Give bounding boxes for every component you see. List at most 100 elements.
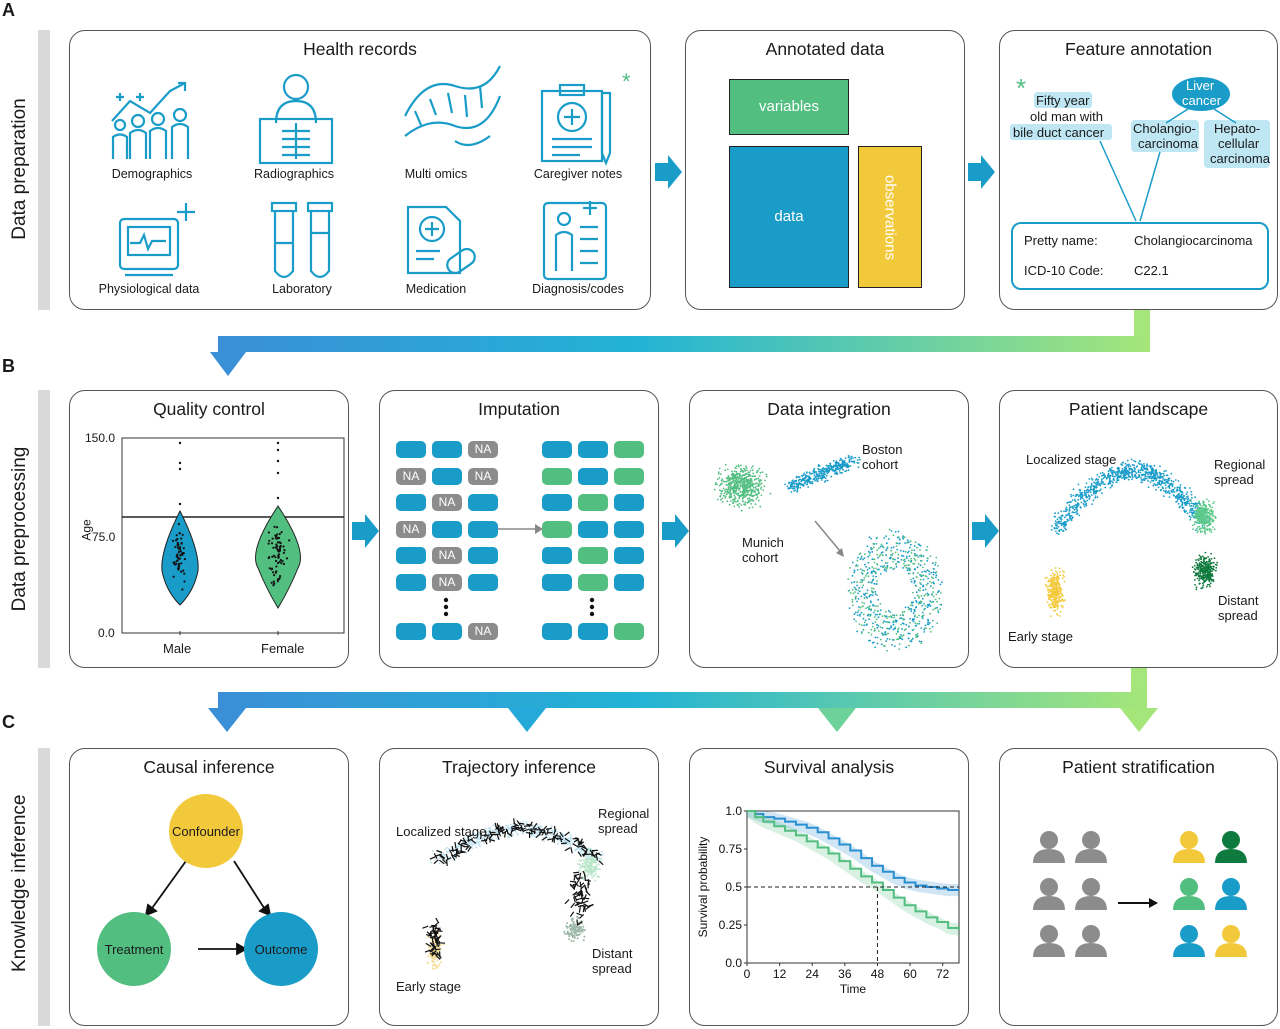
integrated-point xyxy=(894,551,897,554)
boston-point xyxy=(847,469,850,472)
traj-point xyxy=(448,859,451,862)
localized-point xyxy=(1165,481,1168,484)
localized-point xyxy=(1144,471,1147,473)
munich-point xyxy=(719,489,721,492)
x-tick-label: 0 xyxy=(744,967,751,981)
violin-point xyxy=(182,547,185,550)
integrated-point xyxy=(910,552,913,554)
traj-point xyxy=(548,829,551,832)
distant-point xyxy=(1209,585,1211,588)
liver-node-line2: cancer xyxy=(1182,93,1222,108)
munich-point xyxy=(713,488,716,491)
munich-point xyxy=(740,509,743,512)
munich-point xyxy=(755,471,758,474)
traj-point xyxy=(465,852,468,854)
annotation-card: Pretty name: Cholangiocarcinoma ICD-10 C… xyxy=(1011,222,1269,290)
integrated-point xyxy=(914,615,916,618)
violin-point xyxy=(285,557,289,560)
distant-point xyxy=(1209,568,1212,571)
boston-point xyxy=(845,464,848,466)
munich-point xyxy=(728,476,730,479)
localized-point xyxy=(1126,473,1128,475)
munich-point xyxy=(747,482,750,484)
integrated-point xyxy=(860,571,863,574)
traj-point xyxy=(580,859,582,862)
traj-point xyxy=(563,843,566,846)
icon-caption-caregiver-notes: Caregiver notes xyxy=(533,167,623,181)
integrated-point xyxy=(932,571,935,574)
localized-point xyxy=(1146,463,1148,465)
violin-point xyxy=(179,554,182,557)
integrated-point xyxy=(913,618,915,621)
distant-point xyxy=(1202,574,1204,577)
boston-point xyxy=(838,470,841,472)
localized-point xyxy=(1161,481,1163,484)
distant-point xyxy=(1202,558,1205,561)
distant-point xyxy=(1208,580,1211,583)
integrated-point xyxy=(868,618,870,621)
missing-value-cell: NA xyxy=(396,467,426,485)
localized-point xyxy=(1154,471,1157,474)
localized-point xyxy=(1165,487,1167,489)
localized-point xyxy=(1191,496,1193,499)
integrated-point xyxy=(869,552,871,554)
distant-point xyxy=(1204,551,1207,554)
integrated-point xyxy=(927,621,929,624)
boston-point xyxy=(791,480,794,482)
localized-point xyxy=(1075,494,1078,497)
outlier-point xyxy=(178,441,182,445)
traj-point xyxy=(592,868,595,871)
velocity-arrow xyxy=(456,848,460,855)
traj-point xyxy=(431,957,434,960)
traj-point xyxy=(444,855,447,858)
regional-point xyxy=(1201,530,1204,533)
integrated-point xyxy=(916,622,919,625)
traj-point xyxy=(588,867,591,870)
localized-point xyxy=(1054,522,1057,525)
traj-point xyxy=(455,846,458,849)
integrated-point xyxy=(877,568,879,571)
traj-point xyxy=(487,832,490,835)
localized-point xyxy=(1180,490,1182,493)
integrated-point xyxy=(917,563,920,565)
velocity-arrow xyxy=(564,837,571,843)
x-tick-male: Male xyxy=(163,641,192,656)
traj-point xyxy=(578,927,581,930)
integrated-point xyxy=(865,596,868,598)
violin-point xyxy=(273,525,276,528)
integrated-point xyxy=(873,627,876,630)
integrated-point xyxy=(904,560,906,563)
velocity-arrow xyxy=(448,849,453,856)
traj-point xyxy=(568,842,570,845)
localized-point xyxy=(1115,481,1118,483)
value-cell xyxy=(542,494,572,511)
munich-point xyxy=(726,468,729,471)
boston-point xyxy=(803,482,806,485)
integrated-point xyxy=(906,539,909,542)
early-point xyxy=(1052,585,1054,588)
pretty-name-label: Pretty name: xyxy=(1024,233,1098,248)
localized-point xyxy=(1087,491,1090,493)
distant-point xyxy=(1210,558,1213,560)
integrated-point xyxy=(918,620,921,623)
boston-point xyxy=(786,485,789,488)
velocity-arrow xyxy=(435,954,441,960)
variables-block: variables xyxy=(729,79,849,135)
early-point xyxy=(1053,603,1055,606)
traj-point xyxy=(566,843,569,846)
integrated-point xyxy=(872,611,875,614)
early-point xyxy=(1053,575,1055,577)
traj-point xyxy=(469,837,471,840)
early-point xyxy=(1047,589,1050,592)
distant-point xyxy=(1205,573,1208,576)
localized-point xyxy=(1109,480,1111,483)
localized-point xyxy=(1085,493,1087,496)
integrated-point xyxy=(865,566,867,568)
early-point xyxy=(1058,615,1061,617)
munich-point xyxy=(728,495,731,498)
boston-point xyxy=(800,475,803,477)
integrated-point xyxy=(898,538,901,541)
regional-point xyxy=(1204,512,1207,515)
traj-point xyxy=(582,862,584,865)
localized-point xyxy=(1155,469,1158,472)
